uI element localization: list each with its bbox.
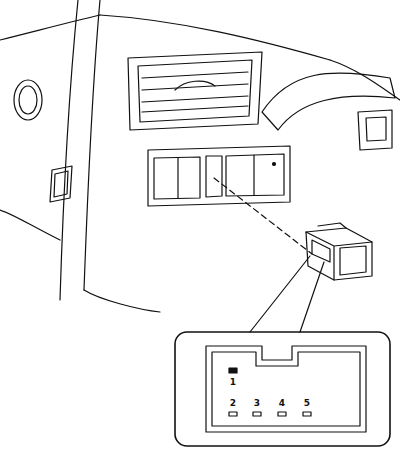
connector-inner: [212, 352, 360, 426]
air-vent: [138, 60, 252, 122]
knob: [14, 80, 42, 120]
switch-panel: [148, 146, 290, 206]
button: [50, 166, 72, 202]
switch-latch: [318, 223, 346, 228]
pin: [253, 412, 261, 416]
panel-edge: [60, 0, 78, 300]
switch: [177, 158, 178, 198]
vent-louver: [142, 72, 248, 112]
panel-edge: [0, 15, 100, 40]
connector-socket: [312, 240, 330, 262]
panel-edge: [84, 290, 160, 312]
indicator: [273, 163, 276, 166]
pin-number: 2: [230, 399, 236, 408]
panel-edge: [100, 15, 330, 60]
removal-line: [214, 178, 312, 254]
removed-switch: [306, 228, 372, 280]
pin-number: 5: [304, 399, 310, 408]
panel-edge: [84, 0, 100, 290]
switch: [154, 157, 200, 199]
panel-edge: [0, 210, 60, 240]
vent-knob: [175, 81, 215, 90]
inset-frame: [175, 332, 390, 446]
pin-number: 4: [279, 399, 285, 408]
column-switch: [358, 110, 392, 150]
pin-number: 3: [254, 399, 260, 408]
leader-line: [250, 256, 324, 332]
switch-opening: [206, 156, 222, 197]
removed-switch: [306, 232, 372, 280]
pin: [278, 412, 286, 416]
switch-face: [340, 246, 366, 275]
panel-edge: [330, 60, 400, 100]
pin: [303, 412, 311, 416]
knob: [19, 86, 37, 114]
switch: [226, 154, 284, 196]
pin: [229, 412, 237, 416]
air-vent: [128, 52, 262, 130]
pin: [229, 368, 237, 373]
button: [54, 171, 68, 197]
switch: [253, 155, 254, 195]
stalk-lever: [262, 73, 395, 130]
pin-number: 1: [230, 378, 236, 387]
connector-outline: [206, 346, 366, 432]
column-switch: [366, 117, 386, 141]
